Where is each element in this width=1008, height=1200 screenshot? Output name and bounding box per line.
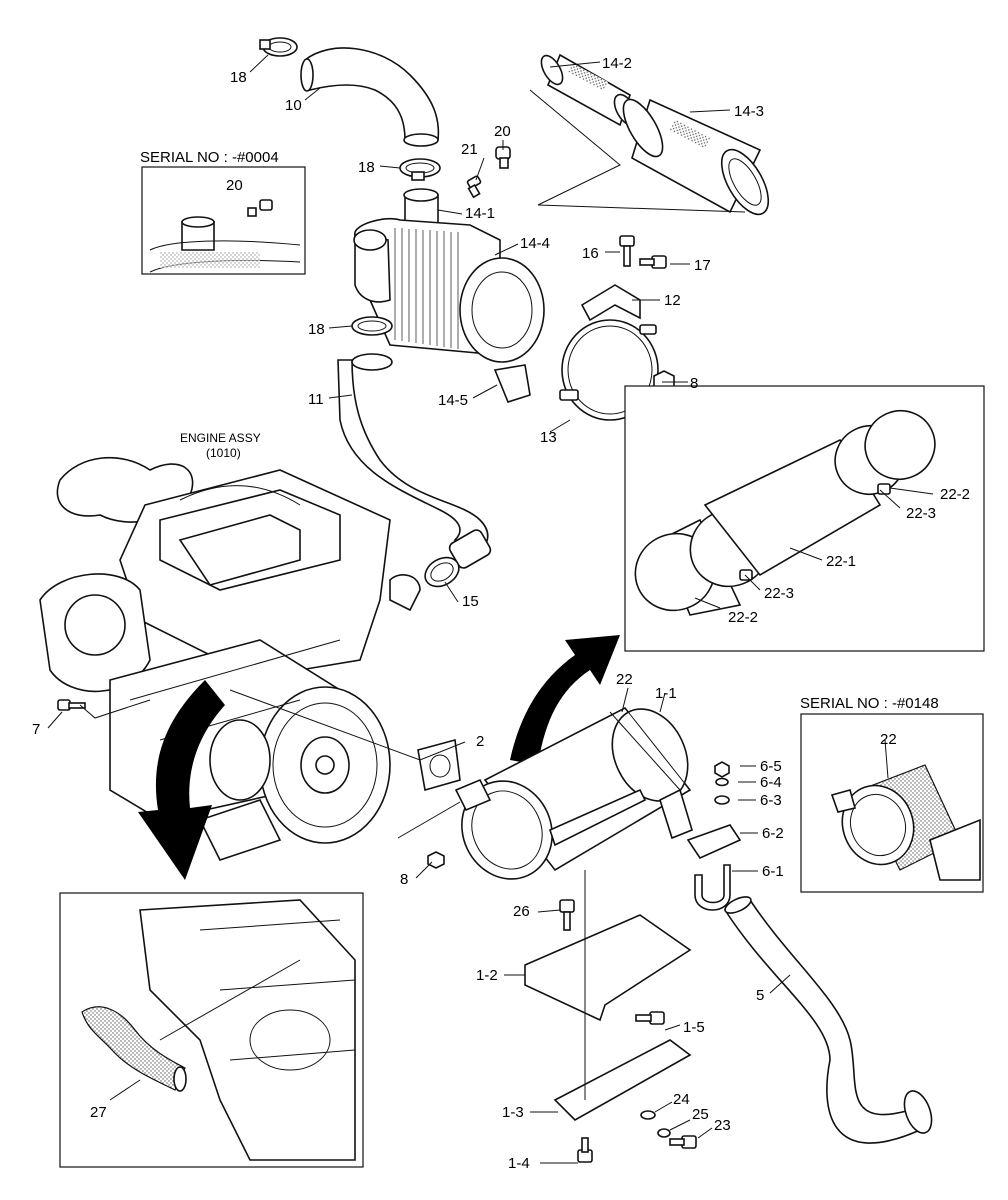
bracket-1-3 <box>553 1039 692 1121</box>
hose-clamp-18-top <box>259 37 298 57</box>
muffler-1-1 <box>454 706 693 880</box>
label-21: 21 <box>461 141 478 158</box>
label-22-2-left: 22-2 <box>728 609 758 626</box>
label-1-1: 1-1 <box>655 685 677 702</box>
label-22-3-left: 22-3 <box>764 585 794 602</box>
engine-assy-code: (1010) <box>206 446 241 460</box>
label-11: 11 <box>308 391 324 408</box>
label-27: 27 <box>90 1104 107 1121</box>
label-12: 12 <box>664 292 681 309</box>
gasket-2 <box>417 738 461 792</box>
label-14-1: 14-1 <box>465 205 495 222</box>
label-25: 25 <box>692 1106 709 1123</box>
inset-0148-drawing <box>830 764 981 881</box>
label-16: 16 <box>582 245 599 262</box>
bolt-7 <box>57 699 86 711</box>
label-6-3: 6-3 <box>760 792 782 809</box>
filter-leader-wedge <box>529 89 746 213</box>
bolt-1-5 <box>635 1011 665 1025</box>
exhaust-pipe-5 <box>723 896 933 1144</box>
intake-hose-11 <box>337 353 492 569</box>
air-cleaner-assembly <box>353 188 545 363</box>
filter-ribs <box>394 228 459 349</box>
washer-6-3 <box>714 795 730 805</box>
fitting-20 <box>495 146 511 169</box>
label-18-low: 18 <box>308 321 325 338</box>
label-6-4: 6-4 <box>760 774 782 791</box>
label-6-5: 6-5 <box>760 758 782 775</box>
label-6-1: 6-1 <box>762 863 784 880</box>
fitting-21 <box>466 175 482 199</box>
bolt-17 <box>639 255 667 269</box>
u-bolt-6-1 <box>694 864 731 911</box>
label-22-3-right: 22-3 <box>906 505 936 522</box>
label-22-inset: 22 <box>880 731 897 748</box>
arrow-up-to-inset-22 <box>510 635 620 765</box>
filter-element-14-3 <box>622 98 770 216</box>
label-26: 26 <box>513 903 530 920</box>
label-24: 24 <box>673 1091 690 1108</box>
hose-clamp-15 <box>424 556 460 588</box>
label-14-2: 14-2 <box>602 55 632 72</box>
label-8-top: 8 <box>690 375 698 392</box>
label-22-2-right: 22-2 <box>940 486 970 503</box>
label-20-main: 20 <box>494 123 511 140</box>
clamp-plate-6-2 <box>686 824 742 860</box>
label-17: 17 <box>694 257 711 274</box>
bolt-26 <box>559 899 575 931</box>
arrow-down-to-inset-27 <box>138 680 225 880</box>
inset-0004-drawing <box>149 199 301 273</box>
leader-lines <box>47 54 934 1164</box>
hose-clamp-18-low <box>351 316 393 336</box>
bolt-16 <box>619 235 635 267</box>
label-8-low: 8 <box>400 871 408 888</box>
label-22: 22 <box>616 671 633 688</box>
label-18-top: 18 <box>230 69 247 86</box>
label-13: 13 <box>540 429 557 446</box>
nut-6-5 <box>714 761 730 778</box>
washer-25 <box>657 1128 671 1138</box>
nut-8-low <box>427 851 445 869</box>
label-1-5: 1-5 <box>683 1019 705 1036</box>
inset-22-drawing <box>634 410 936 616</box>
label-14-4: 14-4 <box>520 235 550 252</box>
engine-assy-label: ENGINE ASSY <box>180 431 261 445</box>
label-6-2: 6-2 <box>762 825 784 842</box>
label-5: 5 <box>756 987 764 1004</box>
washer-24 <box>640 1110 656 1120</box>
label-22-1: 22-1 <box>826 553 856 570</box>
label-14-5: 14-5 <box>438 392 468 409</box>
label-2: 2 <box>476 733 484 750</box>
callout-labels: 18 10 18 21 20 20 14-1 14-4 18 11 14-5 1… <box>32 55 970 1172</box>
bracket-1-2 <box>524 914 692 1022</box>
label-1-3: 1-3 <box>502 1104 524 1121</box>
washer-6-4 <box>715 777 729 787</box>
serial-note-0148: SERIAL NO : -#0148 <box>800 695 939 712</box>
engine-assembly <box>39 456 421 861</box>
label-1-2: 1-2 <box>476 967 498 984</box>
label-15: 15 <box>462 593 479 610</box>
label-18-mid: 18 <box>358 159 375 176</box>
bolt-23 <box>669 1135 697 1149</box>
bracket-12 <box>580 284 641 322</box>
inset-27-drawing <box>81 899 356 1161</box>
label-20-inset: 20 <box>226 177 243 194</box>
hose-clamp-18-mid <box>399 158 441 181</box>
dust-valve-14-5 <box>493 364 531 403</box>
label-23: 23 <box>714 1117 731 1134</box>
label-1-4: 1-4 <box>508 1155 530 1172</box>
bolt-1-4 <box>577 1137 593 1163</box>
serial-note-0004: SERIAL NO : -#0004 <box>140 149 279 166</box>
label-10: 10 <box>285 97 302 114</box>
label-7: 7 <box>32 721 40 738</box>
label-14-3: 14-3 <box>734 103 764 120</box>
intake-hose-10 <box>300 47 440 147</box>
